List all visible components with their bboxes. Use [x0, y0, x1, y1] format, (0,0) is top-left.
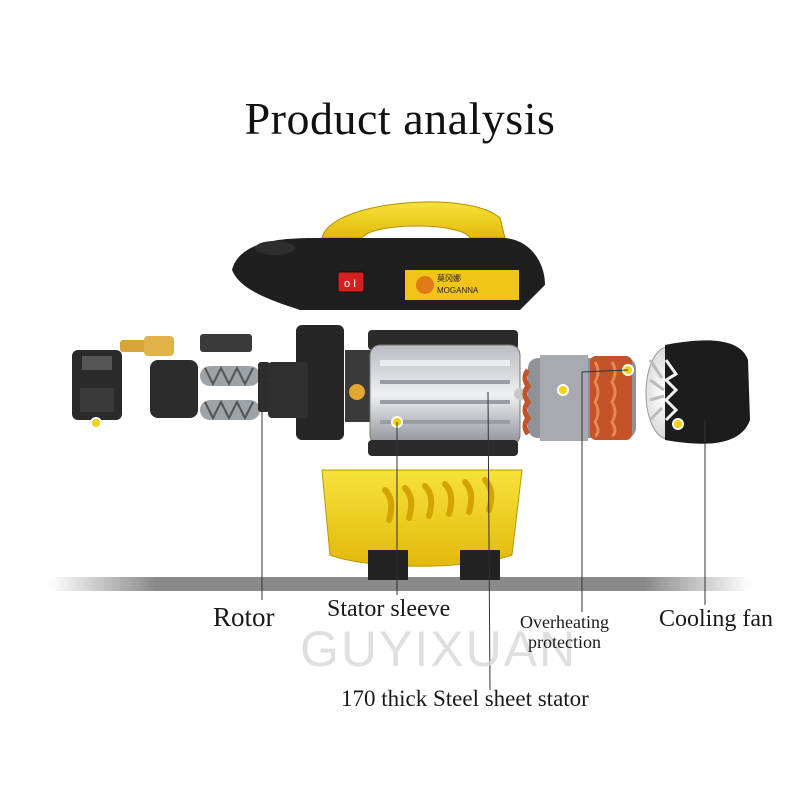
top-housing: o I 莫冈娜 MOGANNA	[232, 201, 545, 310]
leader-overheating	[581, 369, 629, 612]
pump-head	[72, 334, 270, 421]
label-stator-sleeve: Stator sleeve	[327, 596, 451, 622]
label-overheating-line2: protection	[527, 632, 601, 652]
bottom-cover	[321, 469, 523, 580]
leader-lines	[261, 369, 706, 691]
floor-shadow	[50, 577, 750, 591]
label-overheating-protection: Overheating protection	[520, 612, 609, 652]
label-cooling-fan: Cooling fan	[659, 606, 773, 632]
label-rotor: Rotor	[213, 602, 275, 632]
svg-text:o I: o I	[344, 278, 356, 290]
label-steel-sheet-stator: 170 thick Steel sheet stator	[341, 686, 589, 711]
svg-text:MOGANNA: MOGANNA	[437, 286, 479, 295]
motor-body	[268, 325, 526, 456]
svg-text:莫冈娜: 莫冈娜	[437, 273, 461, 283]
callout-dot-fan	[672, 418, 684, 430]
steel-sheet-stator	[522, 355, 636, 441]
power-switch	[337, 271, 365, 293]
callout-dot-pump	[90, 417, 102, 429]
leader-rotor	[261, 379, 270, 600]
leader-steel-stator	[487, 391, 491, 691]
callout-dot-stator	[557, 384, 569, 396]
label-overheating-line1: Overheating	[520, 612, 609, 632]
cooling-fan	[645, 340, 750, 444]
page-title: Product analysis	[244, 93, 556, 144]
watermark-text: GUYIXUAN	[300, 621, 578, 677]
